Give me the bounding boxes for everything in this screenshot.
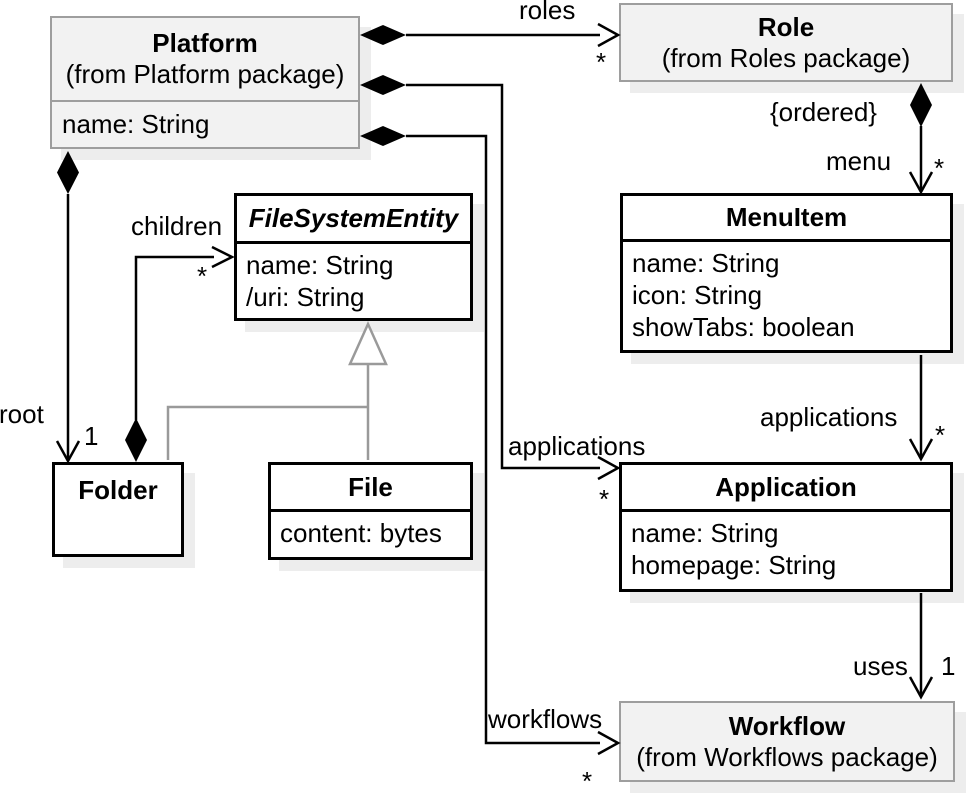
class-workflow-package: (from Workflows package) <box>636 741 938 772</box>
attribute: name: String <box>62 108 210 139</box>
class-application: Application name: String homepage: Strin… <box>619 462 953 592</box>
multiplicity-roles: * <box>596 47 607 77</box>
attribute: /uri: String <box>246 282 365 312</box>
multiplicity-menu: * <box>934 153 945 183</box>
class-application-header: Application <box>622 465 950 512</box>
attribute: homepage: String <box>631 550 837 580</box>
class-platform: Platform (from Platform package) name: S… <box>50 16 360 149</box>
edge-label-workflows: workflows <box>488 704 603 734</box>
attribute: icon: String <box>632 280 763 310</box>
class-workflow-title: Workflow <box>728 710 846 741</box>
edge-label-uses: uses <box>853 651 908 681</box>
class-workflow-header: Workflow (from Workflows package) <box>621 703 953 780</box>
composition-diamond-roles <box>360 25 406 45</box>
edge-label-root: root <box>0 399 44 429</box>
composition-diamond-menu <box>910 83 932 127</box>
edge-label-children: children <box>131 211 223 241</box>
class-folder: Folder <box>52 462 184 557</box>
class-filesystementity: FileSystemEntity name: String /uri: Stri… <box>234 193 473 321</box>
attribute: name: String <box>246 250 394 280</box>
open-arrowhead-roles <box>597 22 621 48</box>
generalization-branch-folder <box>166 405 368 460</box>
open-arrowhead-children <box>211 245 235 269</box>
multiplicity-root: 1 <box>84 421 99 451</box>
composition-diamond-workflows <box>360 126 406 146</box>
multiplicity-platform-applications: * <box>599 484 610 514</box>
open-arrowhead-menu <box>908 171 934 195</box>
class-platform-attributes: name: String <box>52 102 358 145</box>
class-platform-title: Platform <box>152 28 258 58</box>
class-menuitem-title: MenuItem <box>725 202 848 232</box>
edge-label-roles: roles <box>519 0 576 25</box>
class-file-title: File <box>348 471 393 502</box>
class-folder-title: Folder <box>78 475 158 505</box>
class-menuitem-attributes: name: String icon: String showTabs: bool… <box>623 242 950 343</box>
edge-label-menu: menu <box>826 146 892 176</box>
multiplicity-workflows: * <box>582 766 593 796</box>
class-filesystementity-attributes: name: String /uri: String <box>237 244 470 313</box>
attribute: showTabs: boolean <box>632 312 855 342</box>
class-filesystementity-title: FileSystemEntity <box>248 203 459 233</box>
class-menuitem: MenuItem name: String icon: String showT… <box>620 193 953 353</box>
composition-diamond-root <box>57 151 79 194</box>
attribute: name: String <box>632 248 780 278</box>
multiplicity-menu-applications: * <box>935 420 946 450</box>
class-application-title: Application <box>715 471 857 502</box>
edge-label-platform-applications: applications <box>508 431 646 461</box>
class-platform-package: (from Platform package) <box>65 59 345 89</box>
edge-label-menu-applications: applications <box>760 402 898 432</box>
attribute: name: String <box>631 518 779 548</box>
open-arrowhead-menu-applications <box>908 438 934 462</box>
multiplicity-uses: 1 <box>941 651 956 681</box>
attribute: content: bytes <box>280 518 442 548</box>
class-menuitem-header: MenuItem <box>623 196 950 242</box>
class-platform-header: Platform (from Platform package) <box>52 18 358 102</box>
composition-diamond-platform-applications <box>360 75 406 95</box>
class-role-package: (from Roles package) <box>661 42 911 73</box>
class-role: Role (from Roles package) <box>619 3 953 82</box>
class-filesystementity-header: FileSystemEntity <box>237 196 470 244</box>
open-arrowhead-root <box>55 440 81 464</box>
multiplicity-children: * <box>197 261 208 291</box>
open-arrowhead-workflows <box>597 730 621 756</box>
generalization-triangle <box>348 320 388 366</box>
class-file-attributes: content: bytes <box>271 512 470 549</box>
composition-diamond-children <box>125 418 147 462</box>
class-workflow: Workflow (from Workflows package) <box>619 701 955 782</box>
class-folder-header: Folder <box>55 465 181 506</box>
class-file-header: File <box>271 465 470 512</box>
class-role-header: Role (from Roles package) <box>621 5 951 80</box>
class-application-attributes: name: String homepage: String <box>622 512 950 581</box>
class-role-title: Role <box>757 11 815 42</box>
class-file: File content: bytes <box>268 462 473 560</box>
open-arrowhead-uses <box>908 676 934 700</box>
constraint-ordered: {ordered} <box>770 97 877 127</box>
